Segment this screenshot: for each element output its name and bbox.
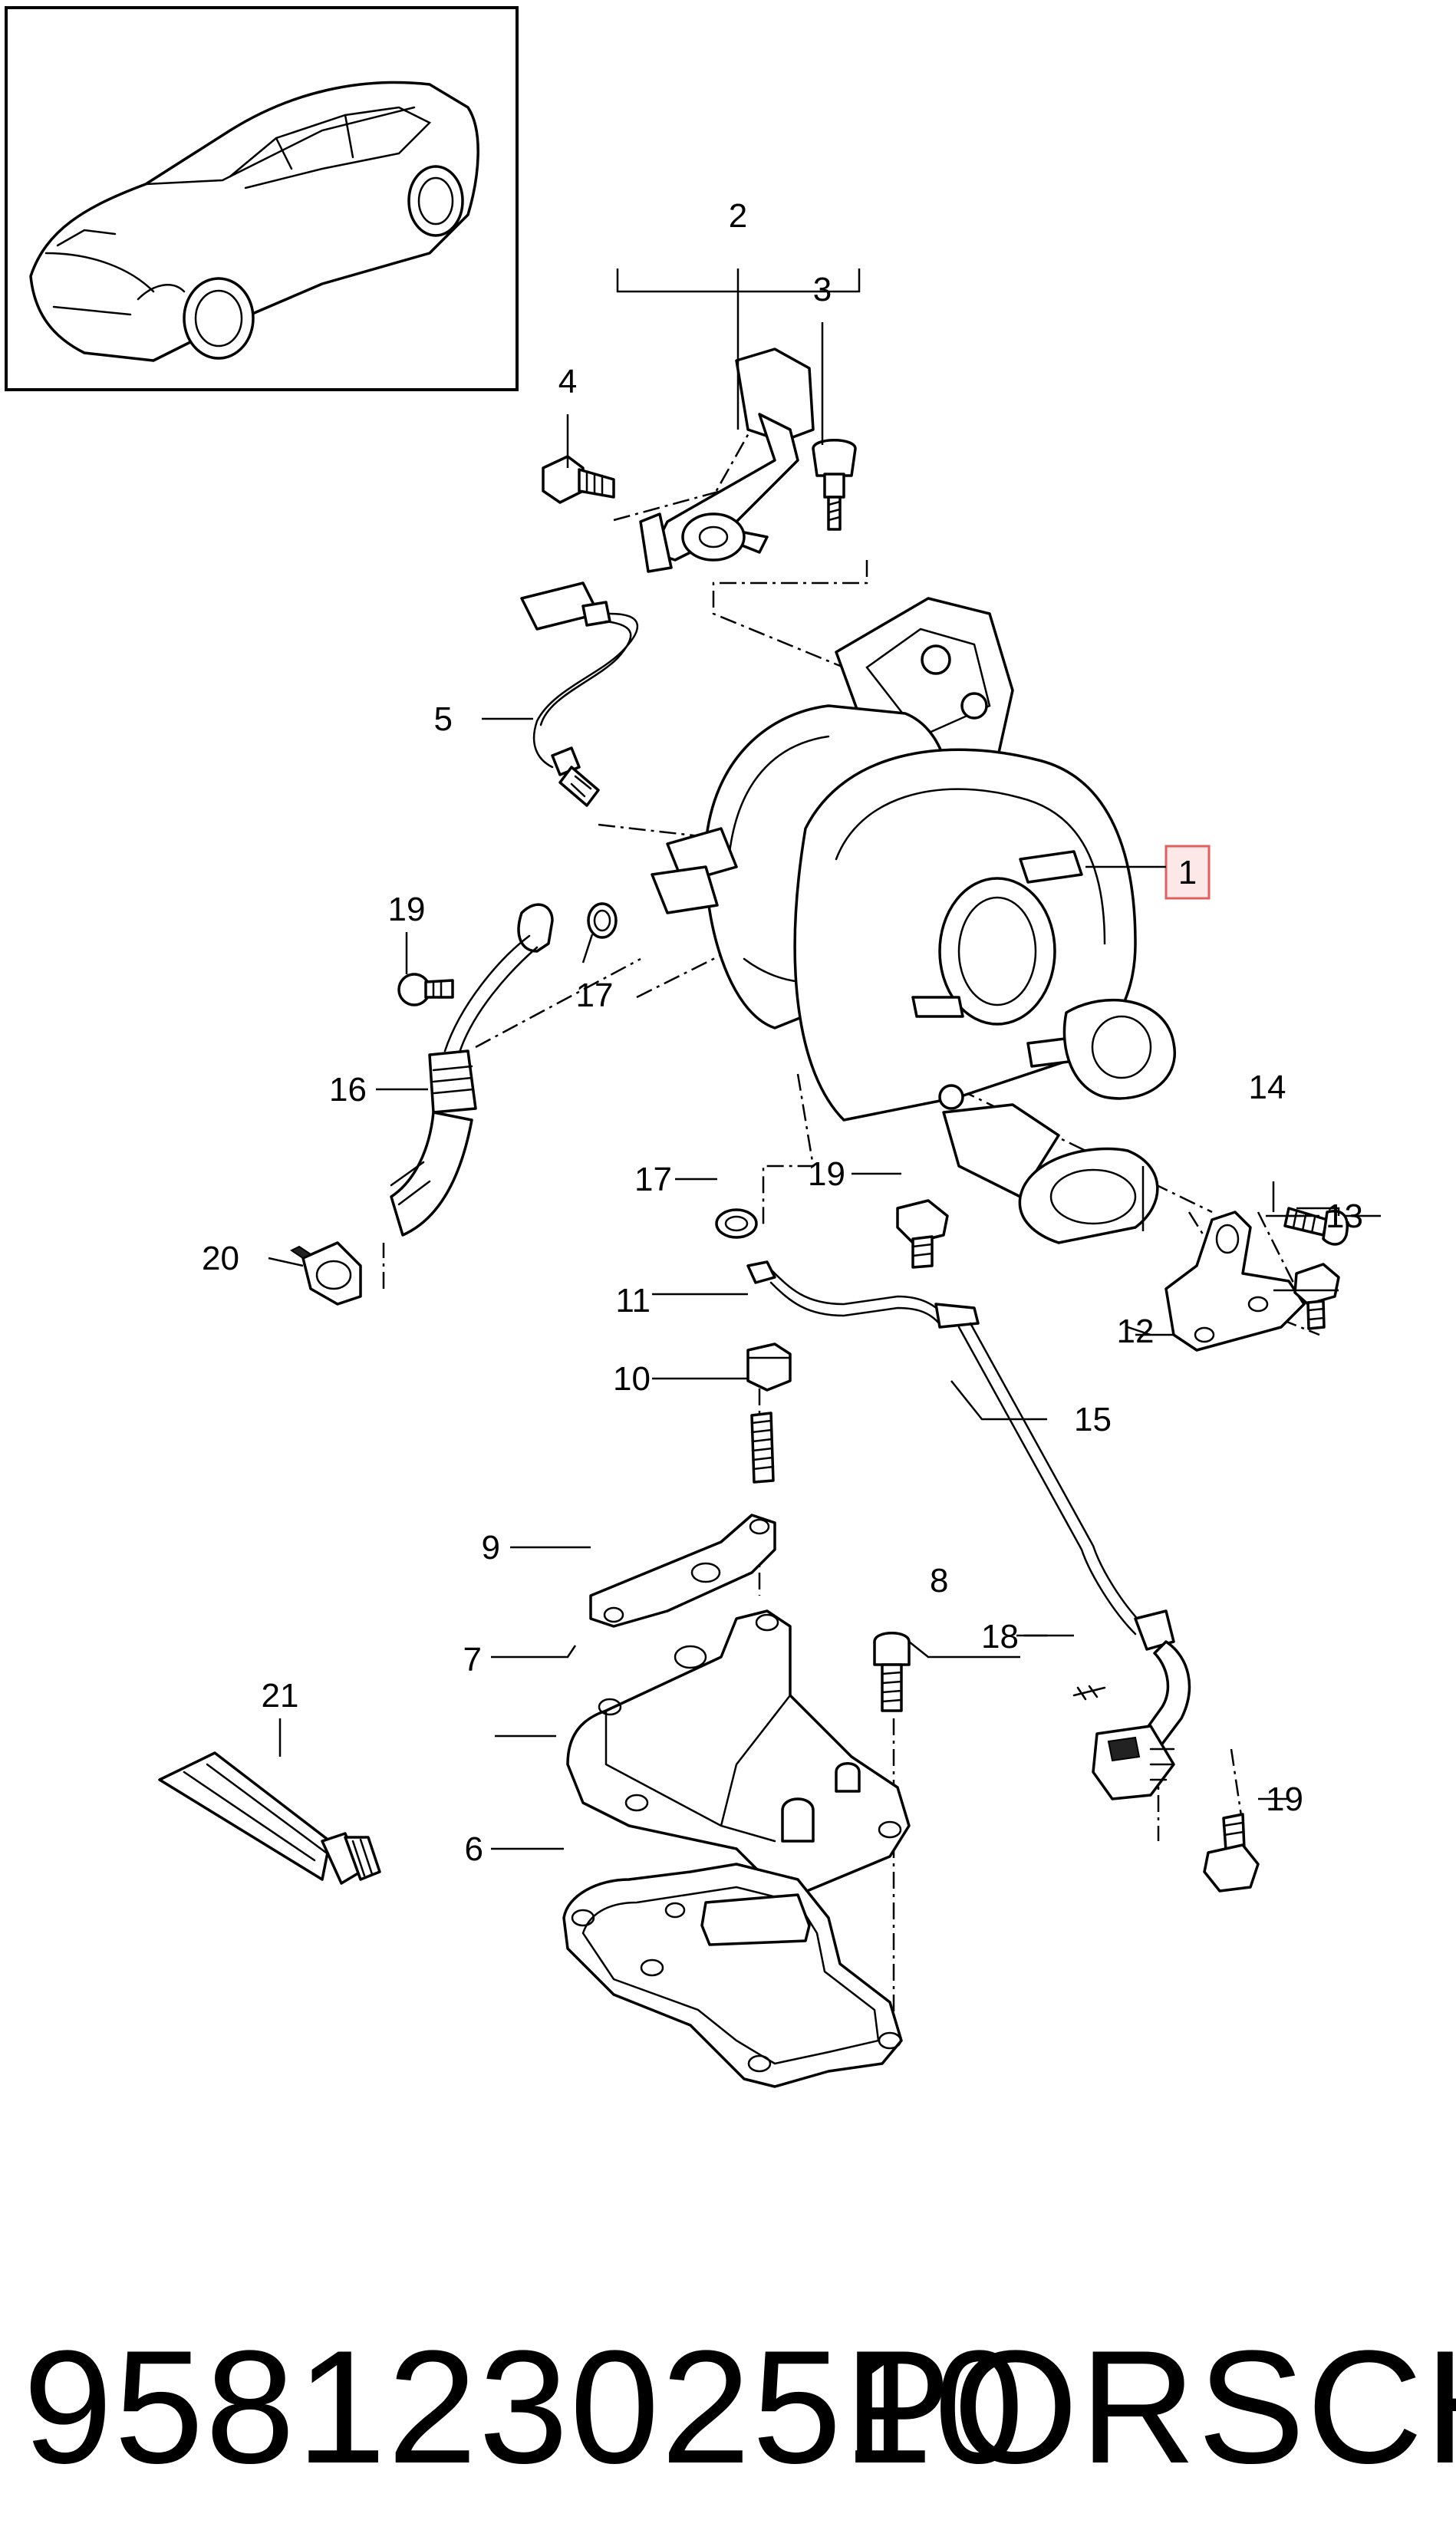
nut-part-11: [746, 1342, 792, 1392]
callout-4: 4: [558, 363, 577, 400]
clamp-part-20: [290, 1241, 362, 1306]
sensor-part-5: [520, 581, 639, 807]
callout-10: 10: [613, 1360, 651, 1398]
callout-13: 13: [1326, 1197, 1363, 1235]
callout-17-lower: 17: [634, 1161, 672, 1198]
sensor-connector: [1092, 1725, 1175, 1800]
seal-part-17-upper: [587, 902, 618, 939]
callout-6: 6: [465, 1830, 483, 1868]
turbocharger-part-1: [651, 597, 1177, 1244]
flange-part-7: [566, 1609, 911, 1896]
callout-1: 1: [1178, 854, 1197, 891]
sealant-tube-part-21: [158, 1751, 381, 1885]
bolt-part-13: [1293, 1263, 1340, 1330]
callout-16: 16: [329, 1071, 367, 1109]
callout-labels: 1 2 3 4 5 19 17 16 17 19 14 13 12 20 11 …: [202, 197, 1363, 1868]
callout-3: 3: [813, 271, 832, 308]
hose-part-16: [390, 903, 554, 1237]
bolt-part-19-middle: [896, 1199, 949, 1269]
bolt-part-3: [812, 439, 857, 531]
bolt-part-19-left: [397, 973, 454, 1006]
callout-19-middle: 19: [808, 1155, 845, 1193]
callout-5: 5: [434, 700, 453, 738]
bolt-part-19-lower: [1203, 1813, 1260, 1893]
callout-18: 18: [981, 1618, 1019, 1655]
callout-21: 21: [262, 1677, 299, 1715]
callout-19-left: 19: [388, 891, 426, 928]
part-number: 95812302510: [23, 2317, 1026, 2497]
callout-7: 7: [463, 1641, 482, 1678]
callout-8: 8: [930, 1562, 948, 1599]
callout-20: 20: [202, 1240, 239, 1277]
callout-2: 2: [729, 197, 747, 235]
bolt-part-4: [542, 455, 615, 504]
connector-part-18: [1072, 1685, 1106, 1701]
callout-17-upper: 17: [576, 977, 614, 1014]
stud-part-10: [750, 1412, 775, 1484]
callout-9: 9: [482, 1529, 500, 1566]
callout-12: 12: [1117, 1313, 1155, 1350]
bolt-part-8: [873, 1632, 911, 1712]
oil-line-part-15: [746, 1260, 1191, 1751]
leader-lines: [268, 268, 1381, 1850]
callout-14: 14: [1249, 1069, 1286, 1106]
callout-11: 11: [615, 1282, 651, 1319]
bracket-part-2: [639, 348, 815, 573]
seal-part-17-lower: [715, 1208, 758, 1239]
gasket-part-6: [562, 1863, 903, 2088]
bracket-part-12: [1164, 1211, 1306, 1352]
vehicle-thumbnail: [5, 6, 519, 391]
callout-19-lower: 19: [1266, 1781, 1303, 1818]
gasket-part-9: [589, 1514, 776, 1628]
highlight-box-part-1: [1164, 845, 1211, 900]
footer: 95812302510 PORSCHE: [23, 2317, 1456, 2497]
callout-15: 15: [1074, 1401, 1112, 1438]
brand-name: PORSCHE: [844, 2317, 1456, 2497]
